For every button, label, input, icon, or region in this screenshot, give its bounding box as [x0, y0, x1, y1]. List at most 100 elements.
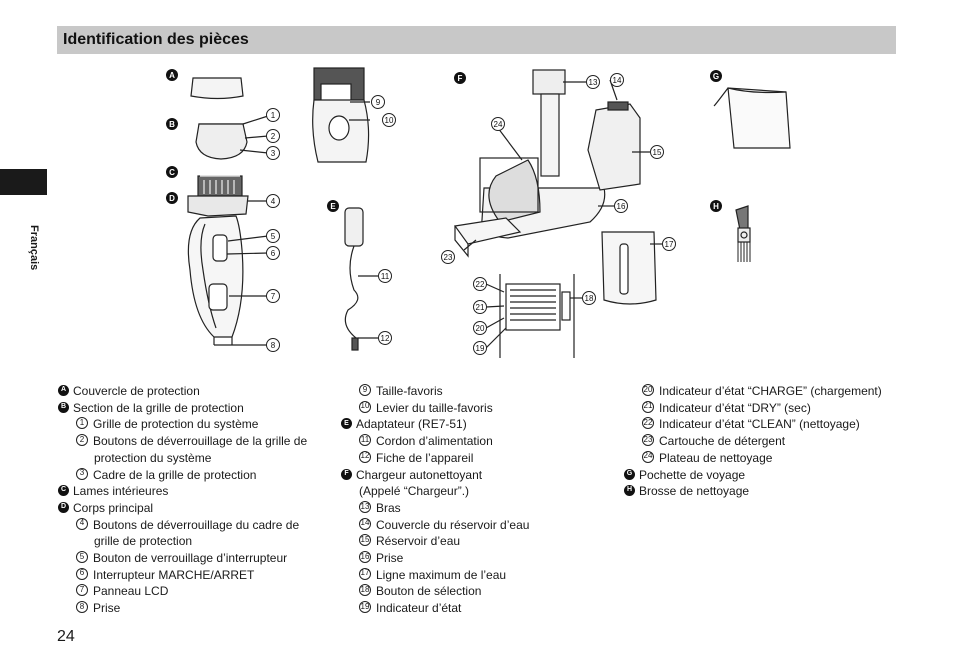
legend-number-marker: 9 — [359, 384, 371, 396]
badge-e-label: E — [330, 202, 336, 211]
legend-item: 17 Ligne maximum de l’eau — [341, 567, 529, 584]
legend-item-text: (Appelé “Chargeur”.) — [359, 484, 470, 499]
legend-item: 22 Indicateur d’état “CLEAN” (nettoyage) — [624, 416, 882, 433]
legend-item-text: Boutons de déverrouillage du cadre de — [93, 517, 300, 532]
legend-item-text: Section de la grille de protection — [73, 400, 244, 415]
callout-19: 19 — [476, 344, 485, 353]
legend-item-text: Boutons de déverrouillage de la grille d… — [93, 434, 308, 449]
legend-item-text: Brosse de nettoyage — [639, 484, 750, 499]
badge-h-label: H — [713, 202, 719, 211]
section-header-bar: Identification des pièces — [57, 26, 896, 54]
legend-item: (Appelé “Chargeur”.) — [341, 483, 529, 500]
legend-item-text: Taille-favoris — [376, 384, 443, 398]
callout-6: 6 — [271, 249, 276, 258]
badge-f — [454, 72, 466, 84]
legend-item: E Adaptateur (RE7-51) — [341, 416, 529, 433]
callout-18: 18 — [585, 294, 594, 303]
legend-item: A Couvercle de protection — [58, 383, 307, 400]
legend-letter-badge: A — [58, 385, 69, 396]
legend-item-text: Bouton de sélection — [376, 584, 482, 599]
legend-item-text: Levier du taille-favoris — [376, 400, 493, 415]
legend-item-text: Indicateur d’état — [376, 601, 462, 616]
legend-item-text: Panneau LCD — [93, 584, 169, 599]
legend-number-marker: 6 — [76, 567, 88, 580]
legend-item-text: Ligne maximum de l’eau — [376, 567, 507, 582]
callout-16: 16 — [617, 202, 626, 211]
legend-number-marker: 22 — [642, 417, 654, 430]
callout-9: 9 — [376, 98, 381, 107]
legend-item-text: Fiche de l’appareil — [376, 450, 474, 465]
page-number: 24 — [57, 628, 75, 645]
legend-item: F Chargeur autonettoyant — [341, 467, 529, 484]
badge-h — [710, 200, 722, 212]
badge-c-label: C — [169, 168, 175, 177]
legend-item-text: Couvercle de protection — [73, 384, 200, 398]
legend-letter-badge: E — [341, 418, 352, 430]
legend-item-text: Plateau de nettoyage — [659, 450, 773, 465]
legend-number-marker: 8 — [76, 601, 88, 614]
legend-item-text: Lames intérieures — [73, 484, 169, 499]
callout-1: 1 — [271, 111, 276, 120]
badge-b-label: B — [169, 120, 175, 129]
legend-number-marker: 12 — [359, 450, 371, 463]
legend-item: protection du système — [58, 450, 307, 467]
callout-7: 7 — [271, 292, 276, 301]
legend-item-text: Cordon d’alimentation — [376, 434, 493, 449]
legend-letter-badge: F — [341, 468, 352, 480]
legend-item-text: Adaptateur (RE7-51) — [356, 417, 467, 432]
legend-item-text: Indicateur d’état “CLEAN” (nettoyage) — [659, 417, 860, 432]
badge-e — [327, 200, 339, 212]
callout-8: 8 — [271, 341, 276, 350]
callout-22: 22 — [476, 280, 485, 289]
legend-number-marker: 14 — [359, 517, 371, 530]
legend-letter-badge: G — [624, 468, 635, 480]
language-side-tab — [0, 169, 47, 195]
callout-4: 4 — [271, 197, 276, 206]
legend-number-marker: 13 — [359, 500, 371, 513]
legend-item: 6 Interrupteur MARCHE/ARRET — [58, 567, 307, 584]
legend-number-marker: 21 — [642, 400, 654, 413]
legend-number-marker: 17 — [359, 567, 371, 580]
legend-item-text: Réservoir d’eau — [376, 534, 461, 549]
legend-item-text: Interrupteur MARCHE/ARRET — [93, 567, 255, 582]
legend-number-marker: 2 — [76, 434, 88, 447]
callout-21: 21 — [476, 303, 485, 312]
callout-15: 15 — [653, 148, 662, 157]
legend-item-text: Cadre de la grille de protection — [93, 467, 257, 482]
callout-14: 14 — [613, 76, 622, 85]
callout-3: 3 — [271, 149, 276, 158]
legend-item-text: Chargeur autonettoyant — [356, 467, 483, 482]
callout-10: 10 — [385, 116, 394, 125]
legend-item: 9 Taille-favoris — [341, 383, 529, 400]
legend-letter-badge: D — [58, 501, 69, 513]
badge-d — [166, 192, 178, 204]
callout-23: 23 — [444, 253, 453, 262]
legend-number-marker: 18 — [359, 584, 371, 597]
legend-item-text: Pochette de voyage — [639, 467, 746, 482]
legend-number-marker: 19 — [359, 601, 371, 614]
badge-f-label: F — [458, 74, 463, 83]
badge-c — [166, 166, 178, 178]
legend-item: 8 Prise — [58, 600, 307, 617]
legend-item-text: Bouton de verrouillage d’interrupteur — [93, 551, 288, 566]
legend-item-text: Prise — [93, 601, 121, 616]
legend-item: 19 Indicateur d’état — [341, 600, 529, 617]
legend-item-text: Indicateur d’état “DRY” (sec) — [659, 400, 811, 415]
parts-illustration: A B C D E F G H 1 2 3 4 5 6 7 8 9 10 11 … — [166, 67, 791, 358]
